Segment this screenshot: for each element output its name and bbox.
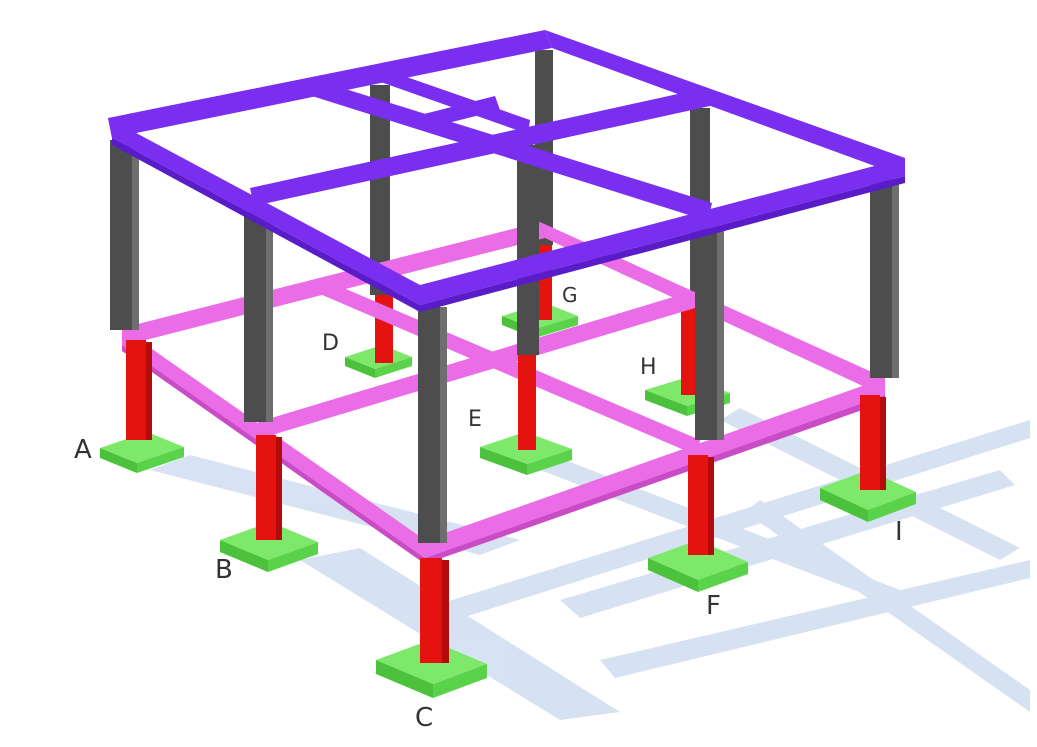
shadow-band (540, 458, 900, 600)
upper-column-I-side (892, 180, 899, 378)
lower-column-E (518, 355, 536, 450)
shadow-band (300, 548, 620, 720)
upper-columns-front (110, 140, 899, 543)
footing-A (100, 432, 184, 473)
footing-label-I: I (895, 517, 903, 547)
footing-label-B: B (215, 555, 233, 585)
footing-F (648, 540, 748, 592)
roof-beam-front-left (108, 118, 420, 305)
footing-side (535, 316, 578, 338)
footing-top (100, 432, 184, 463)
upper-column-I (870, 178, 892, 378)
footing-top (220, 522, 318, 560)
footing-label-H: H (640, 355, 657, 380)
shadow-band (600, 560, 1030, 678)
roof-beam-front-right (420, 158, 905, 305)
footing-label-A: A (74, 435, 92, 465)
footing-side (268, 542, 318, 572)
lower-column-B (256, 435, 276, 540)
footing-side (868, 492, 916, 522)
upper-column-E (517, 145, 539, 355)
footing-label-D: D (322, 331, 339, 356)
lower-column-B-side (276, 437, 282, 540)
footing-side (698, 562, 748, 592)
footing-top (648, 540, 748, 580)
footing-label-C: C (415, 703, 433, 733)
footing-side (100, 448, 137, 473)
roof-beam-mid-right (310, 78, 712, 221)
footing-side (648, 558, 698, 592)
footing-label-E: E (468, 407, 482, 432)
upper-column-C (418, 305, 440, 543)
upper-column-B-side (266, 214, 273, 422)
roof-beam-front-left-side (112, 138, 420, 312)
lower-column-I (860, 395, 880, 490)
footing-label-G: G (562, 283, 578, 307)
footing-side (645, 390, 687, 416)
roof-beam-back-right (545, 30, 905, 176)
lower-column-C (420, 558, 442, 663)
plinth-beam-front-right (425, 378, 885, 558)
plinth-beam-mid-right (320, 278, 700, 456)
lower-column-F (688, 455, 708, 555)
roof-beam-inner-a (375, 66, 530, 134)
plinth-beam-front-right-side (425, 395, 885, 564)
footing-side (345, 357, 375, 378)
lower-columns-front (126, 340, 886, 663)
footing-side (480, 447, 527, 475)
footing-B (220, 522, 318, 572)
upper-column-C-side (440, 307, 447, 543)
footing-side (820, 488, 868, 522)
footing-side (137, 447, 184, 473)
footing-side (527, 449, 572, 475)
lower-column-H (681, 305, 697, 395)
upper-column-F-side (717, 230, 724, 440)
roof-beam-back-left (108, 30, 552, 138)
upper-column-G (535, 50, 553, 245)
upper-column-A (110, 140, 132, 330)
upper-column-B (244, 212, 266, 422)
roof-beam-inner-b (420, 96, 500, 129)
upper-column-A-side (132, 142, 139, 330)
plinth-beam-mid-left (258, 292, 695, 438)
upper-column-D (370, 85, 390, 295)
lower-column-A-side (146, 342, 152, 440)
roof-beams (108, 30, 905, 312)
upper-column-F (695, 228, 717, 440)
lower-column-F-side (708, 457, 714, 555)
lower-column-A (126, 340, 146, 440)
footing-side (376, 660, 433, 698)
plinth-beam-back-left (122, 222, 545, 345)
footing-labels: A B C D E F G H I (74, 283, 903, 733)
lower-column-C-side (442, 560, 449, 663)
shadow-band (745, 500, 1030, 712)
footing-side (220, 540, 268, 572)
footing-side (375, 357, 412, 378)
footing-side (433, 664, 487, 698)
footing-label-F: F (706, 591, 721, 621)
lower-column-I-side (880, 397, 886, 490)
roof-beam-front-right-side (420, 176, 905, 312)
